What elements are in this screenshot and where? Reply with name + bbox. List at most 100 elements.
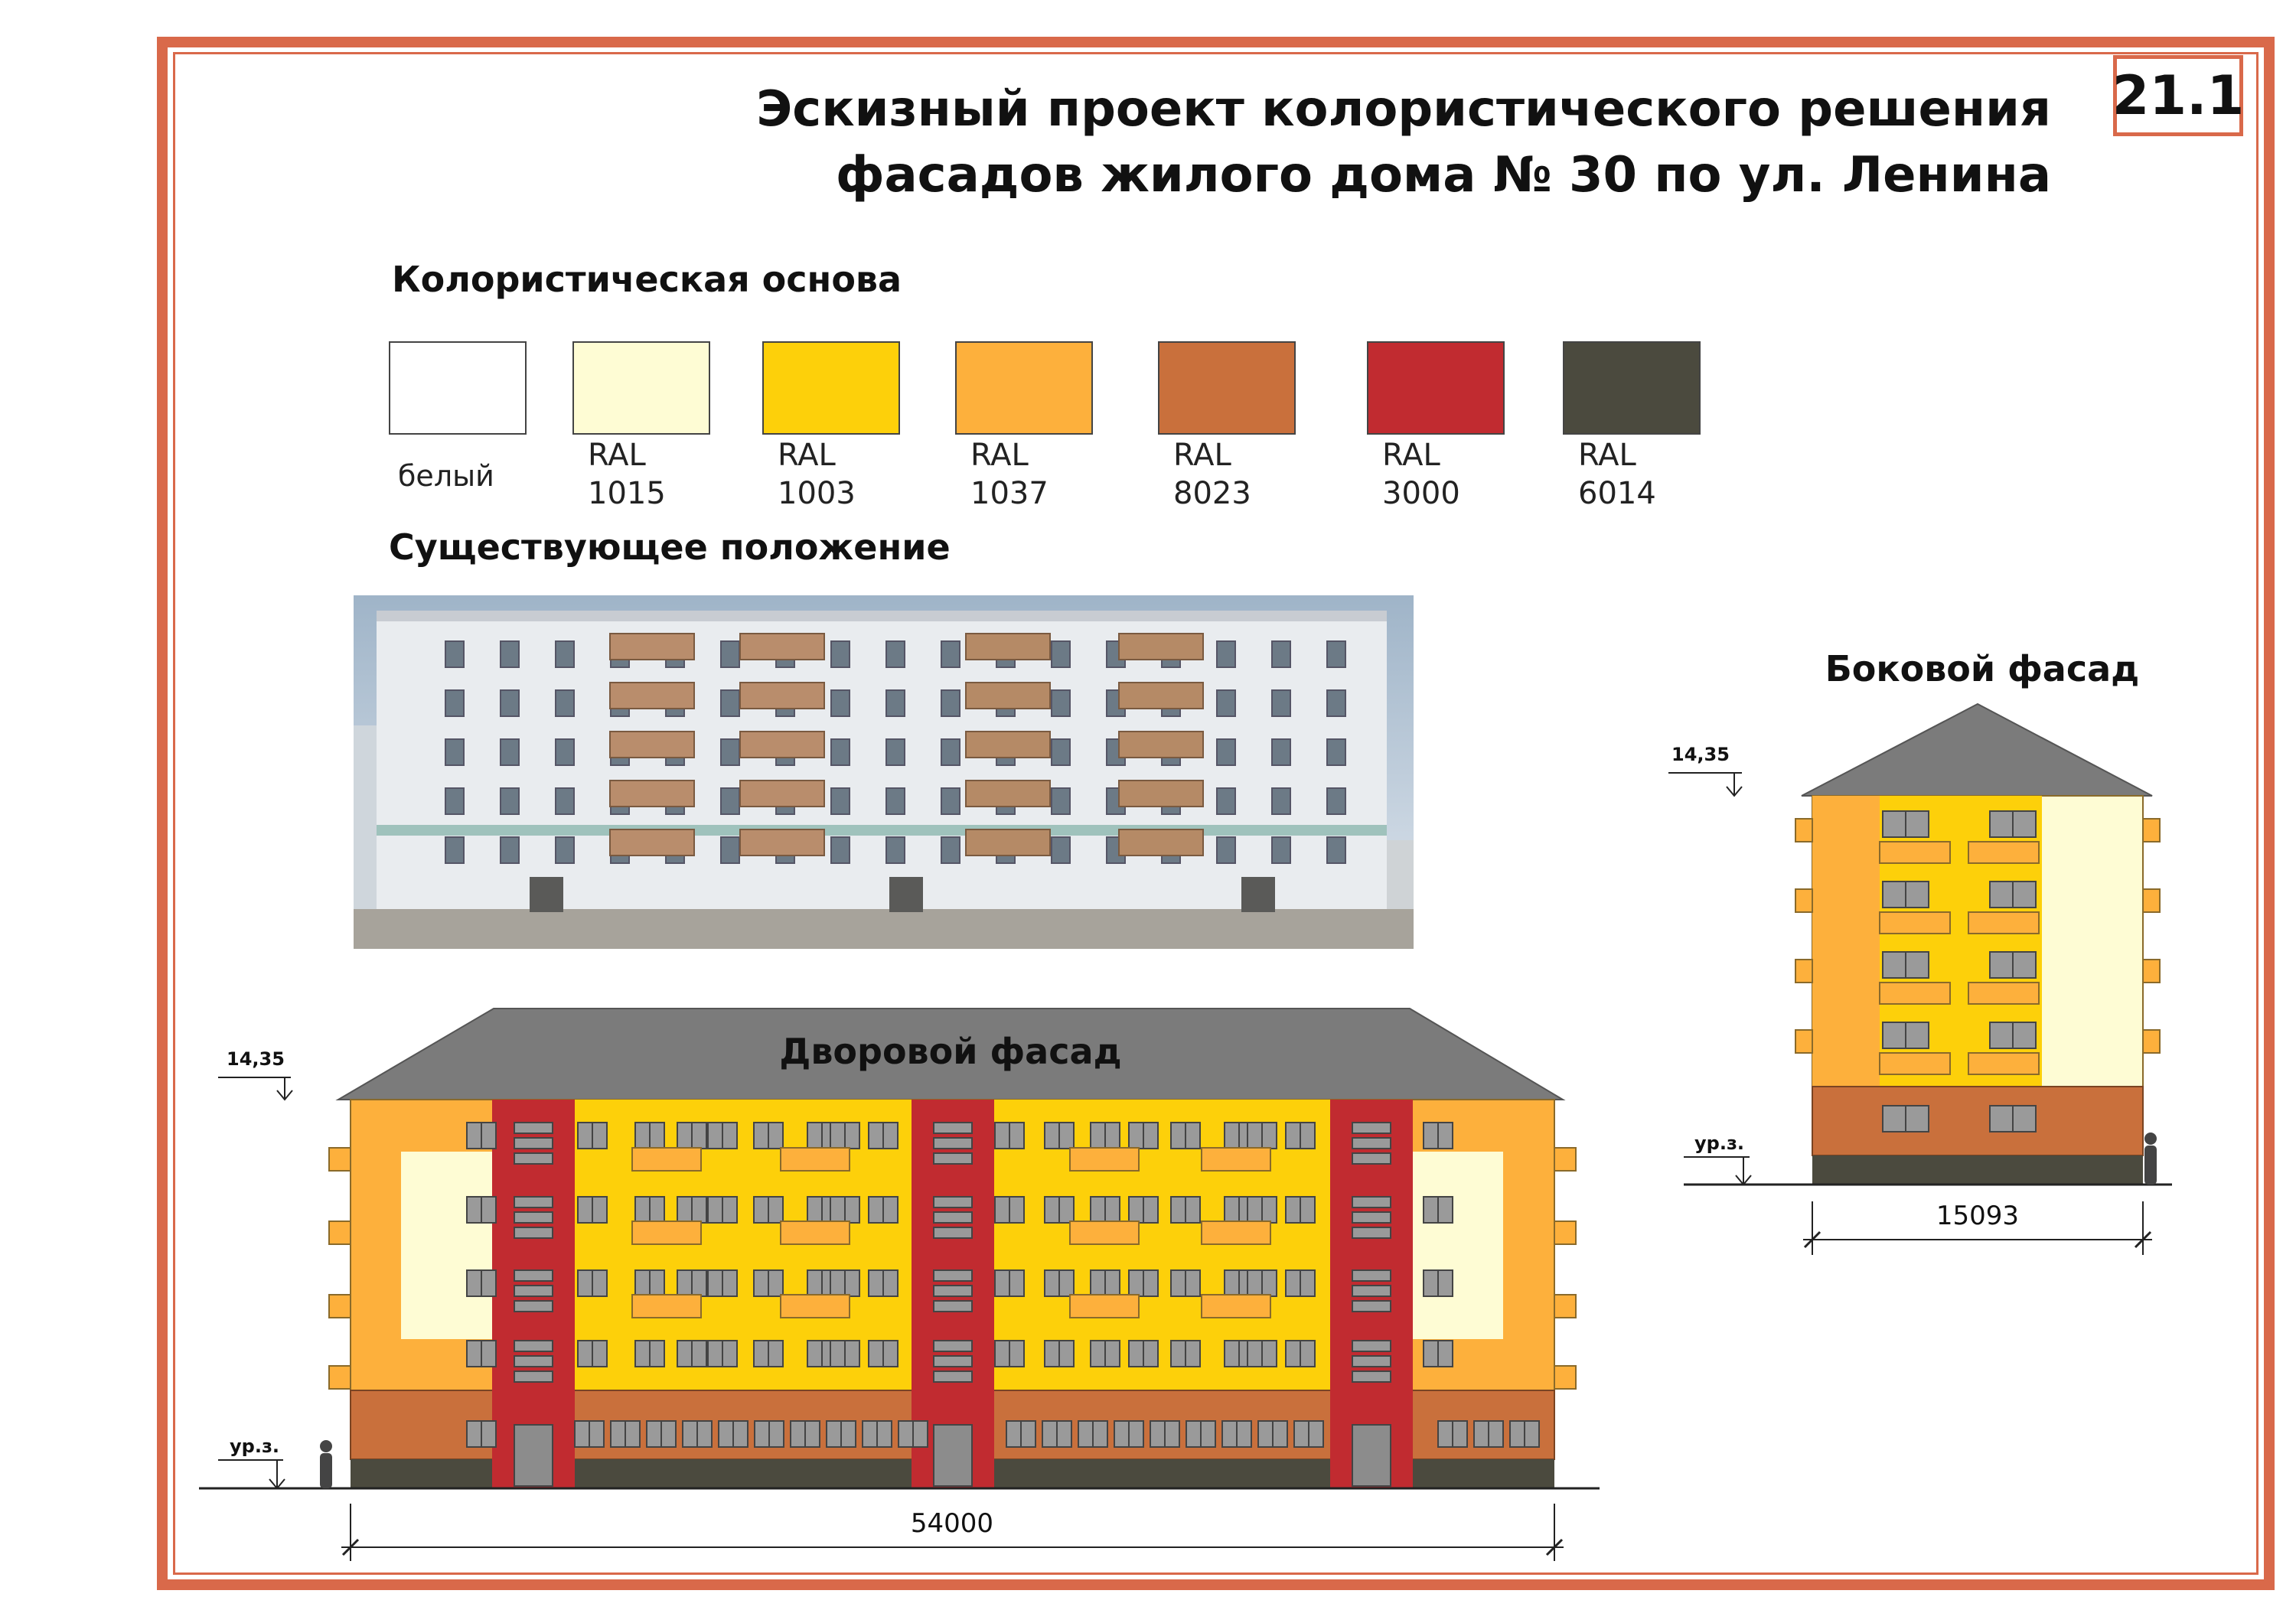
facade-window-mullion	[649, 1123, 651, 1149]
courtyard-width-dimension: 54000	[911, 1508, 993, 1539]
photo-balcony	[609, 731, 695, 758]
stair-window	[933, 1370, 973, 1383]
side-balcony	[1968, 911, 2040, 934]
photo-window	[885, 787, 905, 815]
side-windows	[1795, 810, 2161, 1133]
side-bracket-left	[1795, 888, 1813, 913]
stair-window	[933, 1355, 973, 1367]
facade-window-mullion	[481, 1197, 482, 1223]
facade-window-mullion	[649, 1270, 651, 1296]
facade-window-mullion	[481, 1123, 482, 1149]
photo-balcony	[1118, 682, 1204, 709]
stair-window	[933, 1269, 973, 1282]
facade-window-mullion	[691, 1270, 693, 1296]
photo-window	[1216, 640, 1236, 668]
facade-window-ground-mullion	[481, 1421, 482, 1447]
swatch-label-white: белый	[398, 459, 494, 493]
photo-window	[720, 689, 740, 717]
side-balcony-left	[328, 1221, 351, 1245]
photo-window	[500, 738, 520, 766]
photo-window	[720, 836, 740, 864]
photo-window	[1326, 787, 1346, 815]
facade-window-ground-mullion	[660, 1421, 662, 1447]
facade-window-mullion	[592, 1197, 593, 1223]
existing-building-photo	[354, 595, 1414, 949]
photo-window	[1216, 738, 1236, 766]
photo-window	[885, 640, 905, 668]
courtyard-balconies	[631, 1147, 1271, 1318]
facade-window-mullion	[1300, 1123, 1301, 1149]
stair-window	[1352, 1300, 1391, 1312]
photo-window	[1216, 689, 1236, 717]
facade-balcony	[780, 1221, 850, 1245]
facade-window-mullion	[1143, 1341, 1144, 1367]
facade-window-mullion	[1009, 1341, 1010, 1367]
facade-window-ground-mullion	[1308, 1421, 1309, 1447]
photo-window	[1271, 836, 1291, 864]
photo-window	[1051, 836, 1071, 864]
side-window-mullion	[1905, 952, 1906, 978]
swatch-white	[389, 341, 527, 435]
side-balcony-left	[328, 1147, 351, 1172]
facade-balcony	[631, 1147, 702, 1172]
photo-window	[1326, 640, 1346, 668]
facade-window-mullion	[691, 1197, 693, 1223]
photo-window	[500, 836, 520, 864]
side-balcony-right	[1554, 1294, 1577, 1318]
photo-balcony	[965, 633, 1051, 660]
facade-window-mullion	[1300, 1197, 1301, 1223]
facade-window-mullion	[649, 1341, 651, 1367]
facade-window-mullion	[768, 1341, 769, 1367]
facade-window-mullion	[1185, 1341, 1186, 1367]
photo-window	[445, 738, 465, 766]
facade-window-mullion	[1185, 1270, 1186, 1296]
facade-window-mullion	[1143, 1270, 1144, 1296]
photo-balcony	[1118, 731, 1204, 758]
photo-balcony	[965, 682, 1051, 709]
side-window-ground-mullion	[2012, 1106, 2014, 1132]
facade-window-ground-mullion	[1452, 1421, 1453, 1447]
stair-window	[514, 1300, 553, 1312]
facade-window-mullion	[1143, 1123, 1144, 1149]
facade-window-mullion	[882, 1270, 884, 1296]
stair-window	[1352, 1122, 1391, 1134]
courtyard-facade	[199, 1008, 1600, 1561]
photo-window	[555, 738, 575, 766]
stair-window	[933, 1152, 973, 1165]
facade-balcony	[1201, 1147, 1271, 1172]
side-elevation-mark: 14,35	[1671, 744, 1730, 765]
facade-window-ground-mullion	[696, 1421, 698, 1447]
swatch-ral-3000	[1367, 341, 1505, 435]
stair-window	[1352, 1285, 1391, 1297]
entrance-door	[933, 1424, 973, 1487]
photo-window	[885, 689, 905, 717]
facade-window-mullion	[821, 1341, 823, 1367]
facade-window-mullion	[1104, 1341, 1106, 1367]
facade-window-mullion	[844, 1197, 846, 1223]
photo-balcony	[965, 731, 1051, 758]
existing-heading: Существующее положение	[389, 526, 951, 568]
photo-balcony	[1118, 829, 1204, 856]
photo-window	[555, 640, 575, 668]
stair-window	[933, 1300, 973, 1312]
facade-window-mullion	[1437, 1341, 1439, 1367]
stair-window	[1352, 1211, 1391, 1224]
swatch-ral-1003	[762, 341, 900, 435]
stair-window	[514, 1340, 553, 1352]
facade-window-ground-mullion	[1488, 1421, 1489, 1447]
facade-window-mullion	[1238, 1123, 1240, 1149]
entrance-door	[514, 1424, 553, 1487]
facade-window-mullion	[1261, 1197, 1263, 1223]
photo-window	[1271, 640, 1291, 668]
facade-window-mullion	[1437, 1270, 1439, 1296]
side-balcony	[1879, 982, 1951, 1005]
facade-window-ground-mullion	[1092, 1421, 1094, 1447]
facade-window-mullion	[1437, 1123, 1439, 1149]
photo-balcony	[1118, 633, 1204, 660]
photo-window	[1271, 689, 1291, 717]
facade-window-mullion	[722, 1270, 723, 1296]
